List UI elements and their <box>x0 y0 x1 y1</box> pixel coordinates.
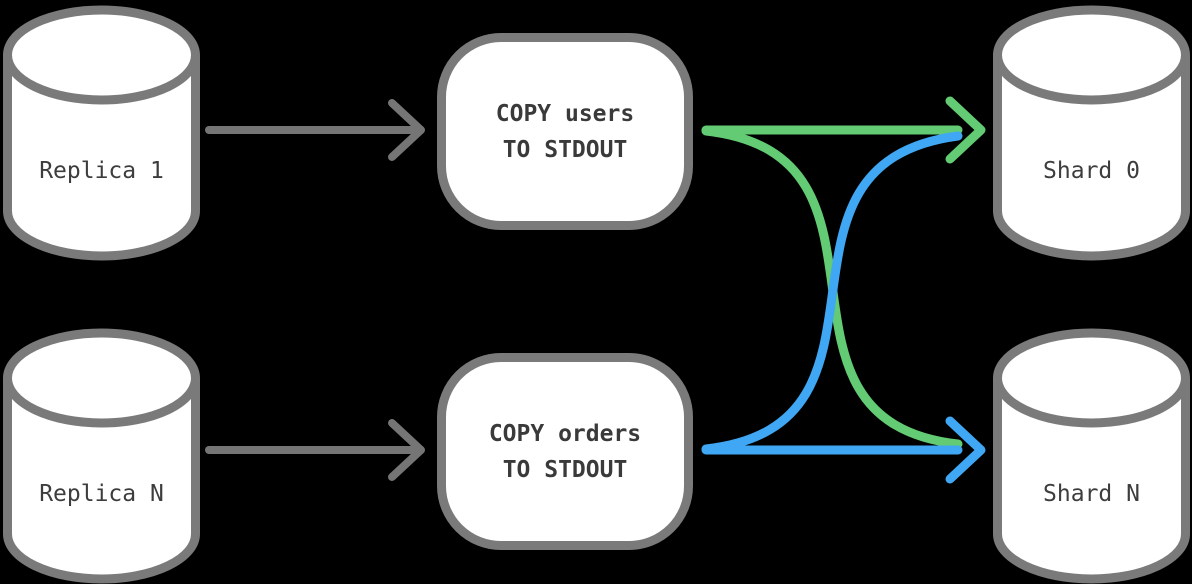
process-label-line1: COPY users <box>495 100 635 127</box>
edge-copy-users-to-shard0-head <box>945 96 986 164</box>
node-label: Replica 1 <box>39 158 164 184</box>
node-copy-users: COPY users TO STDOUT <box>437 33 693 230</box>
node-label: Shard 0 <box>1043 158 1140 184</box>
process-label-line2: TO STDOUT <box>502 456 628 483</box>
database-icon <box>993 5 1190 261</box>
node-copy-orders: COPY orders TO STDOUT <box>437 353 693 550</box>
database-icon <box>3 328 200 584</box>
edge-copy-orders-to-shardN-head <box>945 416 986 484</box>
node-replica-1: Replica 1 <box>3 5 200 261</box>
arrowhead-icon <box>945 416 986 484</box>
process-label-line2: TO STDOUT <box>502 136 628 163</box>
arrowhead-icon <box>945 96 986 164</box>
node-shard-0: Shard 0 <box>993 5 1190 261</box>
edge-replica1-to-copy-users <box>205 99 425 161</box>
process-label-line1: COPY orders <box>488 420 642 447</box>
node-replica-n: Replica N <box>3 328 200 584</box>
node-shard-n: Shard N <box>993 328 1190 584</box>
edge-copy-orders-to-shard0 <box>701 131 963 454</box>
node-label: Replica N <box>39 481 164 507</box>
node-label: Shard N <box>1043 481 1140 507</box>
database-icon <box>993 328 1190 584</box>
edge-curve <box>701 131 963 454</box>
arrowhead-icon <box>388 99 425 161</box>
database-icon <box>3 5 200 261</box>
arrowhead-icon <box>388 419 425 481</box>
edge-replicaN-to-copy-orders <box>205 419 425 481</box>
